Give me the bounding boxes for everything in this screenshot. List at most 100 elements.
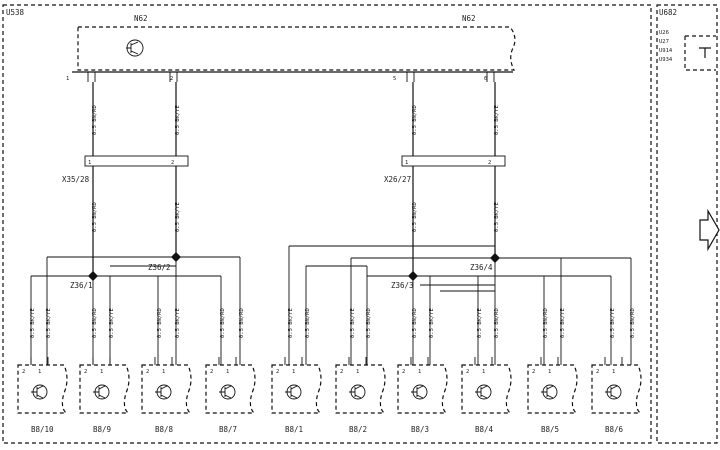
- bus-right: [288, 245, 632, 365]
- sensor-b8-10: 2 1B8/10: [17, 357, 68, 434]
- sensor-pin-1: 1: [38, 369, 41, 375]
- sensor-pin-2: 2: [276, 369, 279, 375]
- right-code-4: U934: [659, 57, 673, 63]
- wire-label-trunk-2a: 0.5 BK/YE: [175, 105, 181, 135]
- wire-label-b10: 0.5 BN/RD: [305, 308, 311, 338]
- splice-label-z36-3: Z36/3: [391, 281, 414, 290]
- wire-label-trunk-3b: 0.5 BN/RD: [412, 202, 418, 232]
- frame-left: [2, 4, 652, 444]
- wire-label-b19: 0.5 BK/YE: [610, 308, 616, 338]
- wire-label-trunk-1b: 0.5 BN/RD: [92, 202, 98, 232]
- transistor-icon: [411, 384, 428, 400]
- transistor-icon: [541, 384, 558, 400]
- transistor-icon: [155, 384, 172, 400]
- transistor-icon: [349, 384, 366, 400]
- sensor-pin-1: 1: [226, 369, 229, 375]
- connector-right-pin-2: 2: [488, 160, 491, 166]
- sensor-pin-1: 1: [482, 369, 485, 375]
- transistor-icon: [605, 384, 622, 400]
- wire-label-b14: 0.5 BK/YE: [429, 308, 435, 338]
- connector-left-pin-1: 1: [88, 160, 91, 166]
- sensor-b8-8: 2 1B8/8: [141, 357, 192, 434]
- wire-label-b16: 0.5 BN/RD: [494, 308, 500, 338]
- sensor-label: B8/2: [349, 425, 367, 434]
- module-label-left: N62: [134, 14, 148, 23]
- arrow-right-icon: [699, 208, 720, 252]
- right-code-3: U914: [659, 48, 673, 54]
- sensor-pin-1: 1: [100, 369, 103, 375]
- sensor-pin-2: 2: [22, 369, 25, 375]
- sensor-label: B8/4: [475, 425, 494, 434]
- wire-label-b20: 0.5 BN/RD: [630, 308, 636, 338]
- frame-right: [656, 4, 718, 444]
- module-label-right: N62: [462, 14, 476, 23]
- right-code-1: U26: [659, 30, 669, 36]
- wire-label-b18: 0.5 BK/YE: [560, 308, 566, 338]
- sensor-pin-2: 2: [596, 369, 599, 375]
- connector-right-pin-1: 1: [405, 160, 408, 166]
- sensor-label: B8/5: [541, 425, 559, 434]
- splice-z36-4: [490, 253, 500, 263]
- sensor-pin-2: 2: [340, 369, 343, 375]
- splice-label-z36-2: Z36/2: [148, 263, 171, 272]
- sensor-pin-2: 2: [84, 369, 87, 375]
- module-pin-2: 2: [170, 76, 173, 82]
- wire-label-trunk-3a: 0.5 BN/RD: [412, 105, 418, 135]
- sensor-label: B8/6: [605, 425, 624, 434]
- splice-z36-1: [88, 271, 98, 281]
- sensor-pin-2: 2: [402, 369, 405, 375]
- trunk-wires: [92, 82, 496, 276]
- wire-label-b3: 0.5 BN/RD: [92, 308, 98, 338]
- wire-label-trunk-1a: 0.5 BN/RD: [92, 105, 98, 135]
- wire-label-b6: 0.5 BK/YE: [175, 308, 181, 338]
- wire-label-b2: 0.5 BK/YE: [46, 308, 52, 338]
- wire-label-trunk-4a: 0.5 BK/YE: [494, 105, 500, 135]
- sensor-pin-1: 1: [612, 369, 615, 375]
- sensor-b8-6: 2 1B8/6: [591, 357, 642, 434]
- module-pin-5: 5: [393, 76, 396, 82]
- sensor-pin-1: 1: [162, 369, 165, 375]
- wire-label-trunk-4b: 0.5 BK/YE: [494, 202, 500, 232]
- transistor-icon: [475, 384, 492, 400]
- wire-label-b9: 0.5 BK/YE: [288, 308, 294, 338]
- frame-left-tag: U538: [6, 8, 25, 17]
- sensor-pin-1: 1: [292, 369, 295, 375]
- wire-label-b11: 0.5 BK/YE: [350, 308, 356, 338]
- splice-z36-2: [171, 252, 181, 262]
- sensor-pin-2: 2: [466, 369, 469, 375]
- sensor-label: B8/10: [31, 425, 54, 434]
- wire-label-b13: 0.5 BN/RD: [412, 308, 418, 338]
- connector-x35-28: [84, 155, 189, 167]
- wire-label-b8: 0.5 BN/RD: [239, 308, 245, 338]
- sensor-b8-4: 2 1B8/4: [461, 357, 512, 434]
- sensor-label: B8/1: [285, 425, 303, 434]
- sensor-pin-1: 1: [356, 369, 359, 375]
- sensor-label: B8/7: [219, 425, 237, 434]
- transistor-icon: [285, 384, 302, 400]
- transistor-icon: [93, 384, 110, 400]
- bus-left: [30, 256, 241, 365]
- wire-label-b5: 0.5 BN/RD: [157, 308, 163, 338]
- sensor-b8-3: 2 1B8/3: [397, 357, 448, 434]
- connector-left-label: X35/28: [62, 175, 90, 184]
- splice-label-z36-4: Z36/4: [470, 263, 493, 272]
- wire-label-b17: 0.5 BN/RD: [543, 308, 549, 338]
- module-n62-box: [77, 26, 516, 71]
- sensor-label: B8/3: [411, 425, 429, 434]
- wire-label-trunk-2b: 0.5 BK/YE: [175, 202, 181, 232]
- sensor-pin-1: 1: [418, 369, 421, 375]
- connector-right-label: X26/27: [384, 175, 411, 184]
- sensor-label: B8/8: [155, 425, 174, 434]
- transistor-icon: [31, 384, 48, 400]
- wire-label-b12: 0.5 BN/RD: [366, 308, 372, 338]
- right-sub-box: [684, 35, 716, 71]
- transistor-icon: [219, 384, 236, 400]
- frame-right-tag: U682: [659, 8, 677, 17]
- splice-z36-3: [408, 271, 418, 281]
- sensor-pin-2: 2: [146, 369, 149, 375]
